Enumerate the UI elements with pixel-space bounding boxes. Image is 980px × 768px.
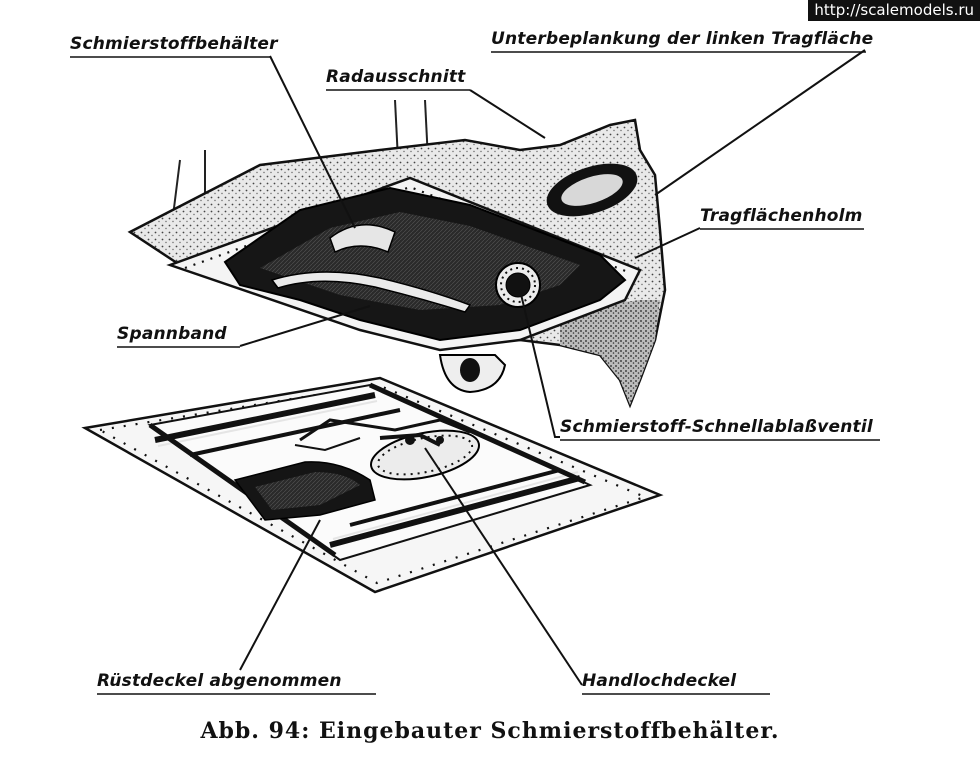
leader-strap bbox=[239, 305, 371, 347]
label-cover-removed: Rüstdeckel abgenommen bbox=[97, 671, 342, 691]
wing-underside-assembly bbox=[127, 99, 667, 409]
leader-lower-skin bbox=[654, 49, 866, 196]
label-drain-valve: Schmierstoff-Schnellablaßventil bbox=[560, 417, 873, 437]
figure-caption: Abb. 94: Eingebauter Schmierstoffbehälte… bbox=[200, 718, 780, 744]
leader-wheel-cutout bbox=[469, 89, 546, 139]
removed-cover-panel bbox=[81, 376, 664, 594]
label-handhole-cover: Handlochdeckel bbox=[582, 671, 737, 691]
label-oil-tank: Schmierstoffbehälter bbox=[70, 34, 278, 54]
leader-wing-spar bbox=[634, 227, 701, 259]
leader-oil-tank bbox=[269, 55, 356, 229]
watermark: http://scalemodels.ru bbox=[808, 0, 980, 21]
leader-cover-removed bbox=[239, 519, 321, 671]
leader-lines bbox=[239, 49, 866, 686]
label-wheel-cutout: Radausschnitt bbox=[326, 67, 466, 87]
label-lower-skin: Unterbeplankung der linken Tragfläche bbox=[491, 29, 874, 49]
leader-drain-valve bbox=[519, 289, 560, 438]
leader-handhole-cover bbox=[424, 447, 583, 686]
label-wing-spar: Tragflächenholm bbox=[700, 206, 863, 226]
label-strap: Spannband bbox=[117, 324, 227, 344]
label-underlines bbox=[70, 51, 880, 695]
